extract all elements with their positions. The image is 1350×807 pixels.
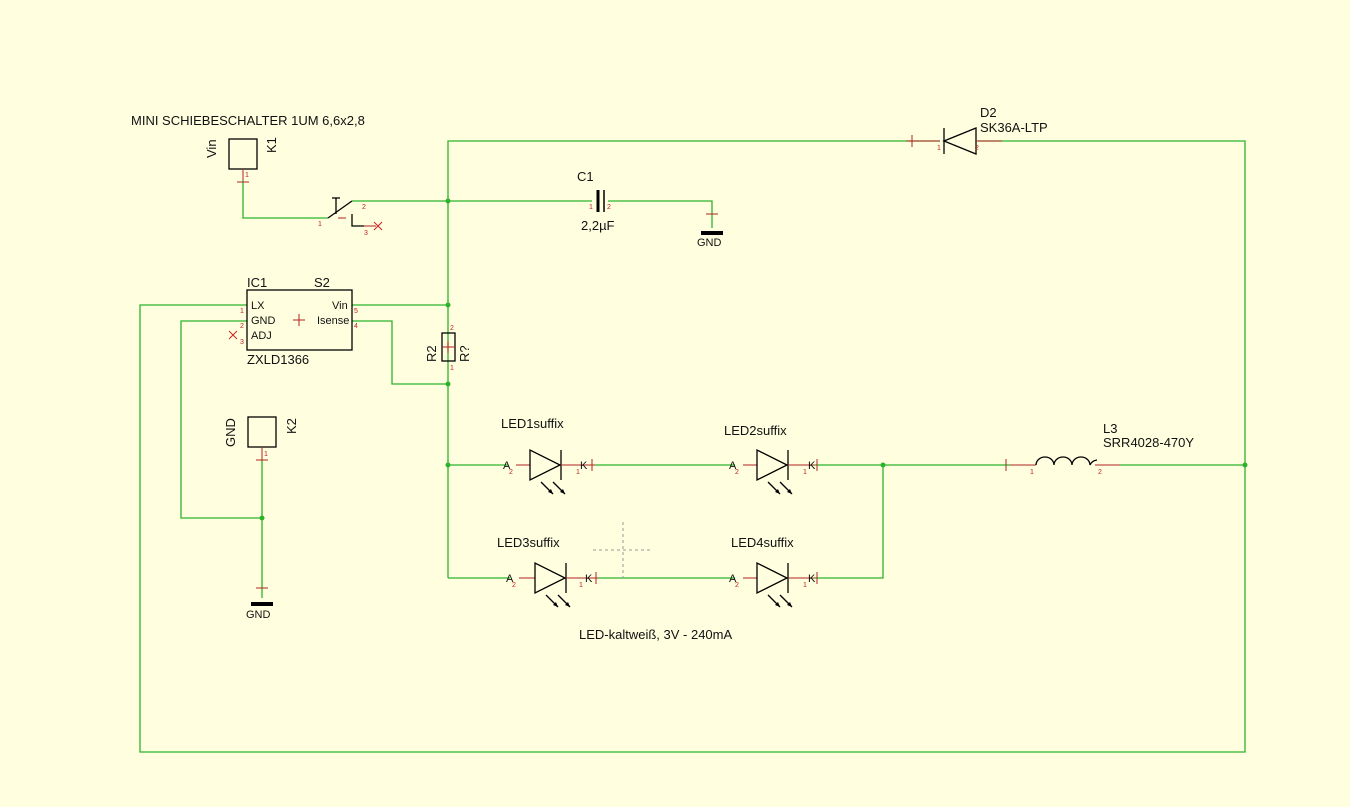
pin-number: 2 xyxy=(975,145,979,152)
k2-ref-label: K2 xyxy=(284,418,299,434)
led2-label: LED2suffix xyxy=(724,423,787,438)
pin-number: 2 xyxy=(607,204,611,211)
pin-number: 2 xyxy=(450,325,454,332)
led4-label: LED4suffix xyxy=(731,535,794,550)
resistor-r2[interactable]: 2 1 R2 R? xyxy=(424,325,472,372)
led-anode-label: A xyxy=(729,573,737,585)
l3-ref-label: L3 xyxy=(1103,421,1117,436)
pin-number: 5 xyxy=(354,308,358,315)
cursor-crosshair xyxy=(593,522,652,578)
pin-number: 1 xyxy=(240,308,244,315)
led-cathode-label: K xyxy=(580,460,588,472)
ic1-value-label: ZXLD1366 xyxy=(247,352,309,367)
c1-ref-label: C1 xyxy=(577,169,594,184)
ic1-zxld1366[interactable]: IC1 S2 ZXLD1366 LX GND ADJ Vin Isense 1 … xyxy=(228,275,358,367)
k1-ref-label: K1 xyxy=(264,137,279,153)
pin-number: 1 xyxy=(576,469,580,476)
led-cathode-label: K xyxy=(585,573,593,585)
junction xyxy=(259,515,265,521)
pin-number: 2 xyxy=(735,582,739,589)
junctions xyxy=(259,198,1248,521)
junction xyxy=(445,198,451,204)
led1[interactable]: A 2 K 1 LED1suffix xyxy=(501,416,595,495)
led-anode-label: A xyxy=(729,460,737,472)
wires xyxy=(139,140,1246,753)
switch-title: MINI SCHIEBESCHALTER 1UM 6,6x2,8 xyxy=(131,113,365,128)
junction xyxy=(445,302,451,308)
d2-value-label: SK36A-LTP xyxy=(980,120,1048,135)
led4[interactable]: A 2 K 1 LED4suffix xyxy=(729,535,818,608)
junction xyxy=(445,462,451,468)
wire-top-rail xyxy=(447,140,940,384)
led-note: LED-kaltweiß, 3V - 240mA xyxy=(579,627,732,642)
led2[interactable]: A 2 K 1 LED2suffix xyxy=(724,423,818,495)
connector-k1[interactable]: 1 Vin K1 xyxy=(204,137,279,183)
led3[interactable]: A 2 K 1 LED3suffix xyxy=(497,535,598,608)
d2-ref-label: D2 xyxy=(980,105,997,120)
pin-number: 2 xyxy=(1098,469,1102,476)
led-anode-label: A xyxy=(503,460,511,472)
led3-label: LED3suffix xyxy=(497,535,560,550)
junction xyxy=(1242,462,1248,468)
s2-ref-label: S2 xyxy=(314,275,330,290)
pin-number: 1 xyxy=(1030,469,1034,476)
r2-ref-label: R2 xyxy=(424,345,439,362)
pin-number: 1 xyxy=(937,145,941,152)
wire-gnd-loop xyxy=(180,320,262,519)
ic-pin-vin: Vin xyxy=(332,300,348,312)
pin-number: 2 xyxy=(240,323,244,330)
pin-number: 1 xyxy=(450,365,454,372)
led1-label: LED1suffix xyxy=(501,416,564,431)
pin-number: 2 xyxy=(362,204,366,211)
pin-number: 2 xyxy=(735,469,739,476)
pin-number: 1 xyxy=(589,204,593,211)
ground-symbol: GND xyxy=(246,587,273,621)
pin-number: 1 xyxy=(579,582,583,589)
wire-d2-right xyxy=(139,140,1246,753)
wire-led-row2-c xyxy=(815,465,884,579)
pin-number: 4 xyxy=(354,323,358,330)
pin-number: 1 xyxy=(245,172,249,179)
ic-pin-gnd: GND xyxy=(251,315,276,327)
ic-pin-isense: Isense xyxy=(317,315,349,327)
junction xyxy=(445,381,451,387)
ic-pin-lx: LX xyxy=(251,300,265,312)
ic-pin-adj: ADJ xyxy=(251,330,272,342)
pin-number: 2 xyxy=(509,469,513,476)
wire-isense xyxy=(352,320,448,385)
wire-k1-switch xyxy=(242,180,328,219)
pin-number: 3 xyxy=(240,339,244,346)
inductor-l3[interactable]: 1 2 L3 SRR4028-470Y xyxy=(1005,421,1194,476)
slide-switch[interactable]: 1 2 3 xyxy=(318,197,383,237)
diode-d2[interactable]: 1 2 D2 SK36A-LTP xyxy=(906,105,1048,155)
pin-number: 1 xyxy=(803,469,807,476)
led-cathode-label: K xyxy=(808,460,816,472)
k1-net-label: Vin xyxy=(204,139,219,158)
pin-number: 3 xyxy=(364,230,368,237)
k2-net-label: GND xyxy=(223,418,238,447)
gnd-label: GND xyxy=(697,237,722,249)
pin-number: 1 xyxy=(318,221,322,228)
r2-value-label: R? xyxy=(457,345,472,362)
gnd-label: GND xyxy=(246,609,271,621)
led-cathode-label: K xyxy=(808,573,816,585)
junction xyxy=(880,462,886,468)
capacitor-c1[interactable]: 1 2 C1 2,2µF xyxy=(577,169,615,233)
wire-c1-gnd xyxy=(608,200,713,228)
l3-value-label: SRR4028-470Y xyxy=(1103,435,1194,450)
pin-number: 1 xyxy=(264,451,268,458)
ground-symbol: GND xyxy=(697,213,723,249)
led-anode-label: A xyxy=(506,573,514,585)
c1-value-label: 2,2µF xyxy=(581,218,615,233)
pin-number: 2 xyxy=(512,582,516,589)
pin-number: 1 xyxy=(803,582,807,589)
ic1-ref-label: IC1 xyxy=(247,275,267,290)
connector-k2[interactable]: 1 GND K2 xyxy=(223,416,299,461)
